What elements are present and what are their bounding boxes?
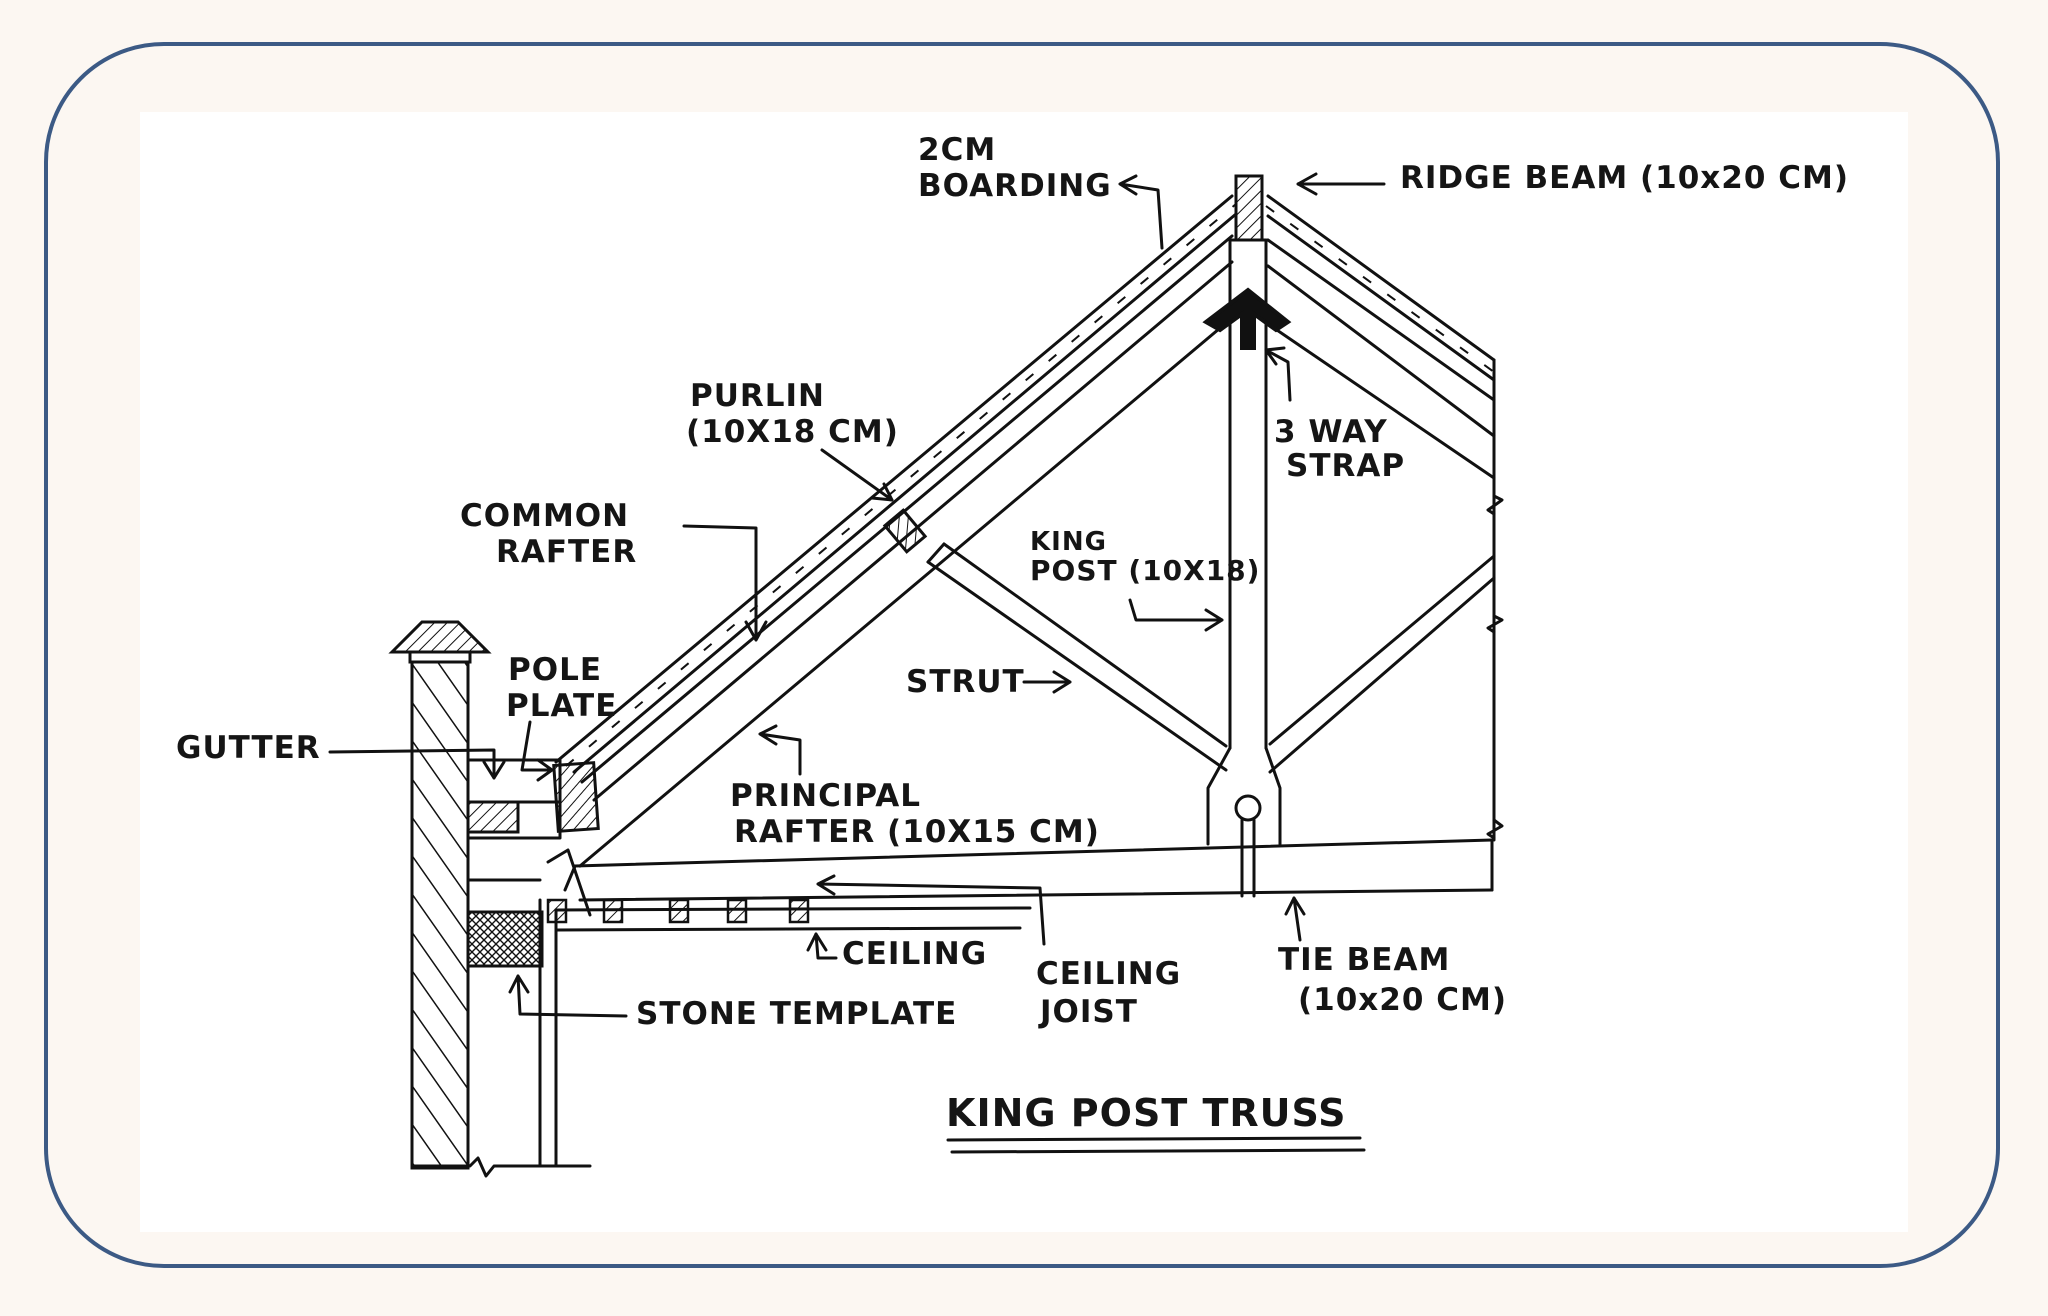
svg-text:CEILING: CEILING [1036,956,1181,992]
svg-text:STONE TEMPLATE: STONE TEMPLATE [636,996,957,1032]
label-gutter: GUTTER [176,730,506,780]
svg-text:STRUT: STRUT [906,664,1025,700]
svg-text:RIDGE BEAM (10x20 CM): RIDGE BEAM (10x20 CM) [1400,160,1849,196]
svg-text:PRINCIPAL: PRINCIPAL [730,778,921,814]
label-ceiling: CEILING [806,932,987,972]
right-roof-slope [1265,194,1504,842]
label-tie-beam: TIE BEAM (10x20 CM) [1278,896,1507,1018]
tie-beam [563,838,1494,902]
label-stone-template: STONE TEMPLATE [508,974,957,1032]
gutter [466,758,562,882]
svg-text:STRAP: STRAP [1286,448,1405,484]
svg-text:JOIST: JOIST [1038,994,1138,1030]
purlin [882,508,928,554]
label-boarding: 2CM BOARDING [918,132,1164,250]
svg-text:(10x20 CM): (10x20 CM) [1298,982,1507,1018]
label-pole-plate: POLE PLATE [506,652,617,782]
svg-text:CEILING: CEILING [842,936,987,972]
svg-text:(10X18 CM): (10X18 CM) [686,414,899,450]
svg-text:RAFTER (10X15 CM): RAFTER (10X15 CM) [734,814,1100,850]
label-common-rafter: COMMON RAFTER [460,498,768,642]
label-purlin: PURLIN (10X18 CM) [686,378,899,502]
svg-text:KING POST TRUSS: KING POST TRUSS [946,1091,1347,1135]
label-3-way-strap: 3 WAY STRAP [1264,346,1405,484]
label-strut: STRUT [906,664,1072,700]
svg-text:POLE: POLE [508,652,602,688]
ceiling-joists [546,898,810,924]
svg-text:TIE BEAM: TIE BEAM [1278,942,1450,978]
svg-text:PLATE: PLATE [506,688,617,724]
diagram-title: KING POST TRUSS [946,1091,1366,1154]
svg-text:POST (10X18): POST (10X18) [1030,554,1260,587]
stone-template [466,910,544,968]
masonry-wall [388,620,592,1178]
label-ridge-beam: RIDGE BEAM (10x20 CM) [1296,160,1849,196]
label-principal-rafter: PRINCIPAL RAFTER (10X15 CM) [730,724,1100,850]
svg-text:3 WAY: 3 WAY [1274,414,1388,450]
label-king-post: KING POST (10X18) [1030,527,1260,632]
svg-text:GUTTER: GUTTER [176,730,321,766]
ridge-beam [1234,174,1264,242]
three-way-strap [1202,287,1292,350]
label-ceiling-joist: CEILING JOIST [816,874,1181,1030]
struts [926,542,1496,774]
svg-text:2CM: 2CM [918,132,996,168]
svg-text:RAFTER: RAFTER [496,534,637,570]
svg-text:PURLIN: PURLIN [690,378,825,414]
eaves-brace [546,848,592,917]
svg-text:BOARDING: BOARDING [918,168,1112,204]
svg-text:KING: KING [1030,527,1107,557]
svg-text:COMMON: COMMON [460,498,629,534]
pole-plate [552,761,600,833]
